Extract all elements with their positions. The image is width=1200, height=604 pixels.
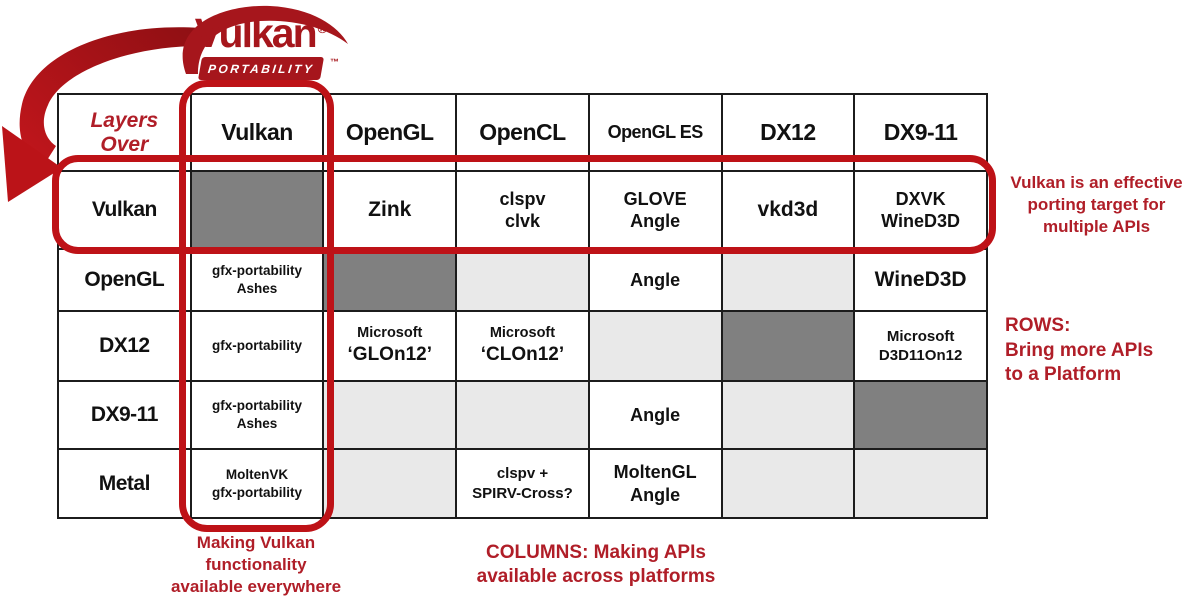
arrow-head xyxy=(2,126,62,202)
cell-dx9-11-dx9-11 xyxy=(853,380,988,450)
cell-dx9-11-opengl-es: Angle xyxy=(587,380,723,450)
row-header-dx9-11: DX9-11 xyxy=(57,380,192,450)
cell-dx12-opengl-es xyxy=(587,310,723,382)
cell-dx9-11-dx12 xyxy=(720,380,856,450)
logo-portability-banner: PORTABILITY xyxy=(197,57,325,80)
cell-opengl-dx9-11: WineD3D xyxy=(853,248,988,312)
vulkan-portability-logo: Vulkan® PORTABILITY ™ xyxy=(178,2,363,90)
logo-wordmark: Vulkan® xyxy=(194,10,328,56)
row-header-metal: Metal xyxy=(57,448,192,519)
cell-dx12-vulkan: gfx-portability xyxy=(189,310,325,382)
row-header-opengl: OpenGL xyxy=(57,248,192,312)
cell-metal-dx12 xyxy=(720,448,856,519)
cell-dx9-11-opencl xyxy=(455,380,590,450)
trademark-mark: ™ xyxy=(330,57,339,67)
registered-mark: ® xyxy=(317,21,328,36)
vulkan-column-highlight xyxy=(179,80,334,532)
logo-swoosh-icon xyxy=(182,5,348,74)
cell-dx12-dx12 xyxy=(720,310,856,382)
cell-metal-opencl: clspv +SPIRV-Cross? xyxy=(455,448,590,519)
row-header-dx12: DX12 xyxy=(57,310,192,382)
cell-vulkan-vulkan xyxy=(189,170,325,250)
curved-arrow xyxy=(2,27,201,202)
cell-vulkan-dx12: vkd3d xyxy=(720,170,856,250)
cell-dx12-opengl: Microsoft‘GLOn12’ xyxy=(322,310,458,382)
cell-opengl-opengl xyxy=(322,248,458,312)
vulkan-row-highlight xyxy=(52,155,996,254)
cell-vulkan-opengl: Zink xyxy=(322,170,458,250)
cell-dx9-11-opengl xyxy=(322,380,458,450)
cell-metal-dx9-11 xyxy=(853,448,988,519)
cell-dx12-opencl: Microsoft‘CLOn12’ xyxy=(455,310,590,382)
arrow-ribbon xyxy=(19,27,201,168)
cell-metal-opengl xyxy=(322,448,458,519)
cell-opengl-opencl xyxy=(455,248,590,312)
row-header-vulkan: Vulkan xyxy=(57,170,192,250)
cell-opengl-opengl-es: Angle xyxy=(587,248,723,312)
cell-opengl-dx12 xyxy=(720,248,856,312)
